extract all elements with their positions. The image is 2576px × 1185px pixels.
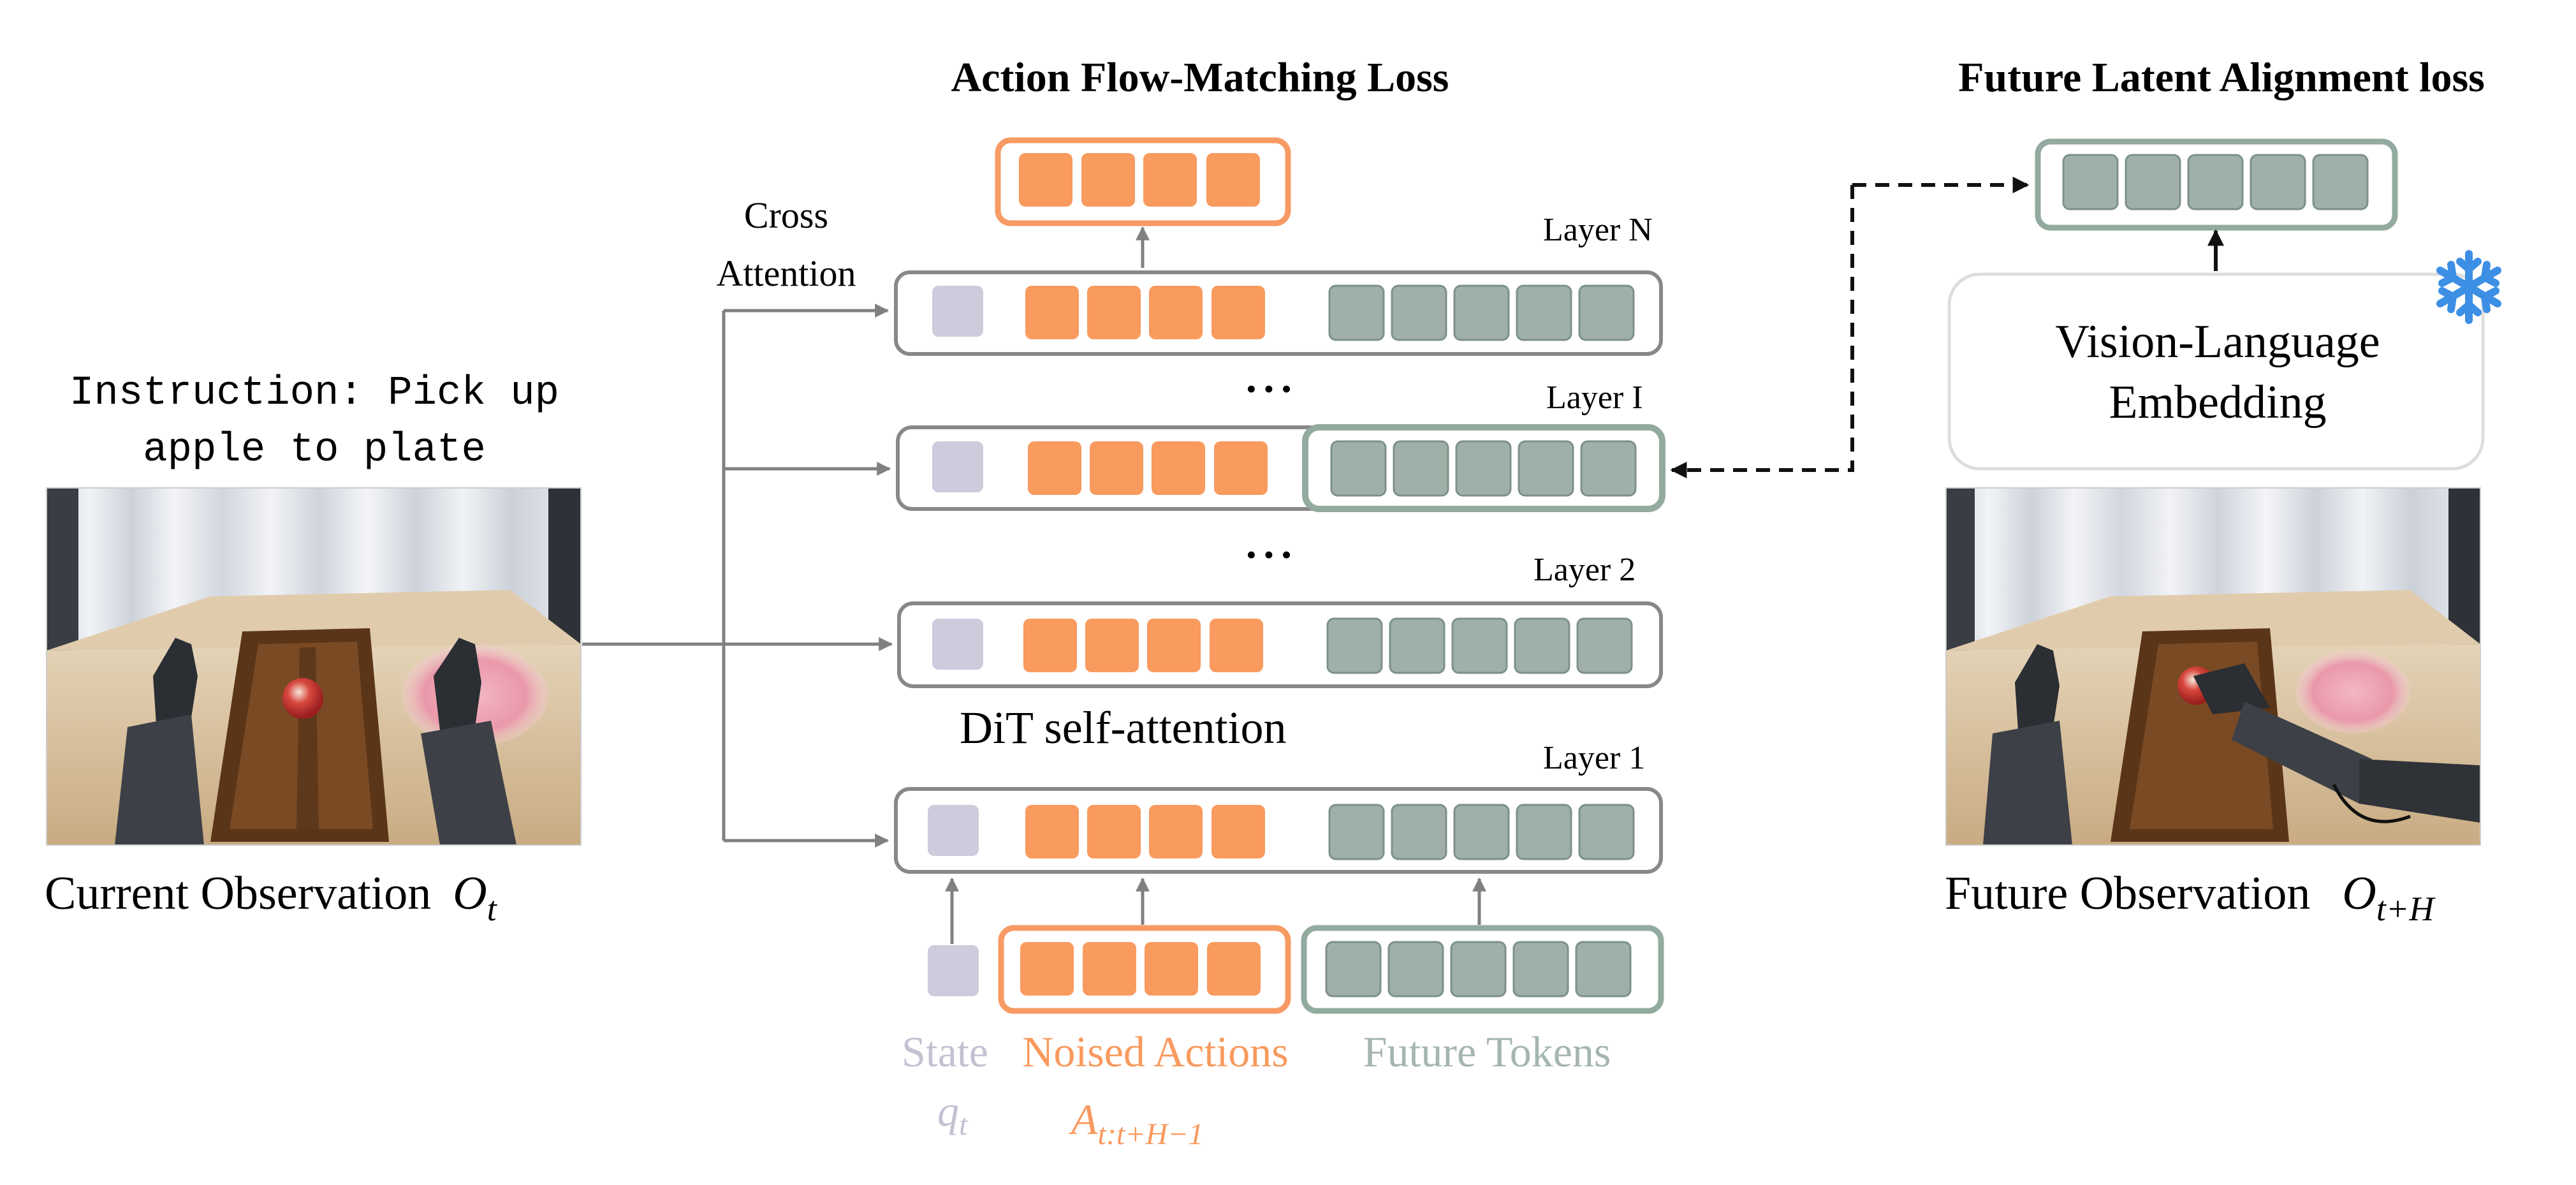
action-token bbox=[1090, 441, 1143, 495]
action-token bbox=[1149, 805, 1203, 858]
future-token bbox=[1328, 284, 1385, 341]
vle-label-1: Vision-Language bbox=[2055, 316, 2380, 368]
future-observation-image bbox=[1946, 488, 2480, 845]
state-token bbox=[928, 805, 979, 856]
action-token bbox=[1211, 286, 1265, 339]
action-token bbox=[1085, 619, 1139, 672]
future-token bbox=[1578, 284, 1635, 341]
action-loss-title: Action Flow-Matching Loss bbox=[951, 54, 1449, 101]
future-token bbox=[1580, 440, 1637, 497]
noised-action-token bbox=[1020, 942, 1074, 996]
action-token bbox=[1028, 441, 1081, 495]
future-token bbox=[1391, 284, 1447, 341]
layer-n-row bbox=[894, 270, 1663, 356]
action-token bbox=[1149, 286, 1203, 339]
layer-1-label: Layer 1 bbox=[1543, 740, 1645, 776]
current-observation-image bbox=[47, 488, 581, 845]
action-token bbox=[1087, 286, 1141, 339]
action-token bbox=[1152, 441, 1205, 495]
layer-n-label: Layer N bbox=[1543, 212, 1653, 248]
output-action-token bbox=[1019, 153, 1072, 207]
future-input-token bbox=[1575, 941, 1632, 997]
target-token bbox=[2187, 154, 2244, 210]
future-token bbox=[1393, 440, 1449, 497]
predicted-actions-output bbox=[995, 137, 1291, 226]
future-latent-target bbox=[2035, 138, 2398, 231]
future-token bbox=[1453, 284, 1510, 341]
noised-action-token bbox=[1207, 942, 1261, 996]
state-token bbox=[932, 441, 983, 492]
state-symbol: qt bbox=[937, 1087, 969, 1142]
layer-1-row bbox=[894, 787, 1663, 874]
future-token bbox=[1576, 617, 1633, 674]
future-tokens-label: Future Tokens bbox=[1363, 1027, 1611, 1076]
layer-i-row bbox=[896, 424, 1665, 512]
state-label: State bbox=[902, 1027, 988, 1076]
future-token bbox=[1330, 440, 1387, 497]
noised-actions-label: Noised Actions bbox=[1022, 1027, 1288, 1076]
target-token bbox=[2062, 154, 2119, 210]
target-token bbox=[2312, 154, 2369, 210]
vle-label-2: Embedding bbox=[2109, 376, 2326, 429]
future-token bbox=[1455, 440, 1512, 497]
cross-attention-connectors bbox=[582, 304, 893, 848]
alignment-connector bbox=[1670, 177, 2030, 478]
noised-actions-input bbox=[998, 925, 1291, 1014]
aligned-future-tokens-group bbox=[1302, 424, 1665, 512]
future-token bbox=[1389, 617, 1445, 674]
future-token bbox=[1326, 617, 1383, 674]
instruction-line-1: Instruction: Pick up bbox=[70, 371, 559, 416]
future-input-token bbox=[1387, 941, 1444, 997]
action-token bbox=[1025, 286, 1079, 339]
dit-self-attention-label: DiT self-attention bbox=[960, 702, 1287, 753]
target-token bbox=[2250, 154, 2306, 210]
layer-2-label: Layer 2 bbox=[1533, 552, 1636, 588]
future-token bbox=[1516, 284, 1572, 341]
future-token bbox=[1516, 804, 1572, 860]
future-input-token bbox=[1325, 941, 1382, 997]
state-token bbox=[932, 286, 983, 337]
future-token bbox=[1451, 617, 1508, 674]
state-token bbox=[932, 619, 983, 670]
output-action-token bbox=[1081, 153, 1135, 207]
cross-attention-label-2: Attention bbox=[716, 253, 856, 294]
future-token bbox=[1328, 804, 1385, 860]
noised-action-token bbox=[1083, 942, 1136, 996]
future-input-token bbox=[1512, 941, 1569, 997]
output-action-token bbox=[1143, 153, 1197, 207]
layer-i-label: Layer I bbox=[1546, 379, 1643, 416]
ellipsis-lower: • • • bbox=[1246, 538, 1291, 571]
target-token bbox=[2125, 154, 2181, 210]
future-loss-title: Future Latent Alignment loss bbox=[1958, 54, 2485, 101]
action-token bbox=[1214, 441, 1268, 495]
future-token bbox=[1578, 804, 1635, 860]
future-token bbox=[1391, 804, 1447, 860]
noised-action-token bbox=[1145, 942, 1198, 996]
output-action-token bbox=[1206, 153, 1260, 207]
instruction-line-2: apple to plate bbox=[143, 427, 486, 473]
action-token bbox=[1025, 805, 1079, 858]
ellipsis-upper: • • • bbox=[1246, 372, 1291, 405]
future-input-token bbox=[1450, 941, 1507, 997]
action-token bbox=[1147, 619, 1201, 672]
state-input-token bbox=[928, 945, 979, 996]
future-tokens-input bbox=[1301, 925, 1664, 1014]
layer-2-row bbox=[897, 601, 1663, 688]
future-token bbox=[1518, 440, 1574, 497]
noised-actions-symbol: At:t+H−1 bbox=[1069, 1095, 1204, 1151]
action-token bbox=[1210, 619, 1263, 672]
action-token bbox=[1023, 619, 1077, 672]
snowflake-icon bbox=[2436, 250, 2501, 324]
future-token bbox=[1453, 804, 1510, 860]
vision-language-embedding-block: Vision-Language Embedding bbox=[1947, 272, 2485, 471]
cross-attention-label-1: Cross bbox=[744, 195, 828, 236]
action-token bbox=[1211, 805, 1265, 858]
action-token bbox=[1087, 805, 1141, 858]
input-arrows bbox=[945, 877, 1486, 944]
future-token bbox=[1514, 617, 1570, 674]
